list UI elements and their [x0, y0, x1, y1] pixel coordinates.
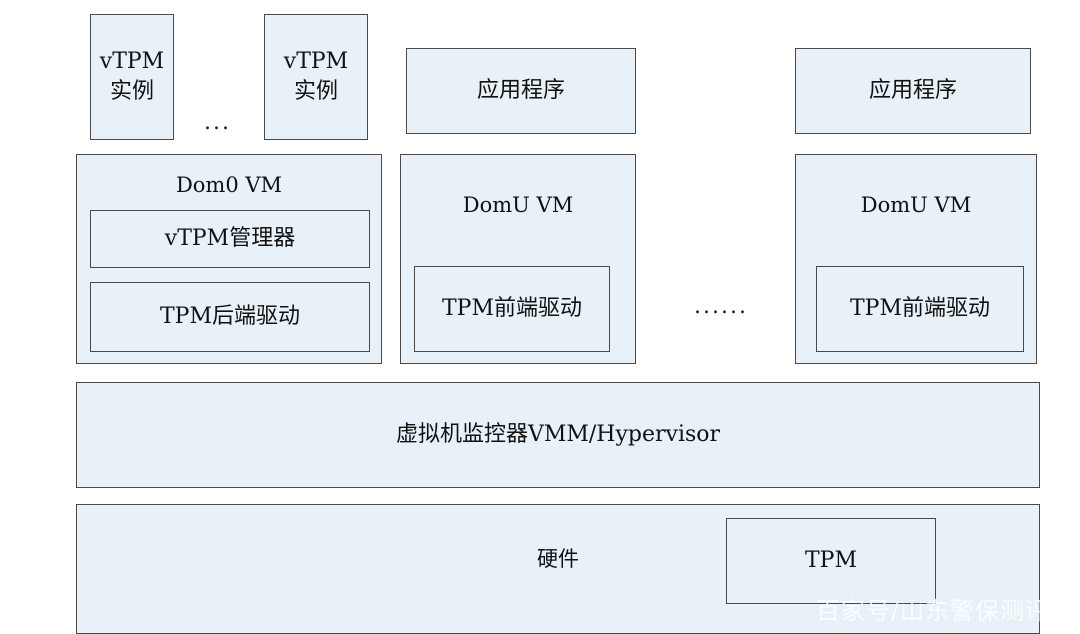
hypervisor-label: 虚拟机监控器VMM/Hypervisor — [395, 422, 721, 448]
vtpm-instance-1-line2: 实例 — [109, 79, 154, 104]
vtpm-manager: vTPM管理器 — [90, 210, 370, 268]
tpm-frontend-driver-2: TPM前端驱动 — [816, 266, 1024, 352]
tpm-chip-label: TPM — [804, 548, 857, 574]
application-box-2: 应用程序 — [795, 48, 1031, 134]
dom0-vm-title: Dom0 VM — [175, 173, 283, 197]
hypervisor-layer: 虚拟机监控器VMM/Hypervisor — [76, 382, 1040, 488]
domu-vm-1-title: DomU VM — [462, 193, 574, 217]
domu-vm-2-title: DomU VM — [860, 193, 972, 217]
vtpm-instance-2: vTPM 实例 — [264, 14, 368, 140]
tpm-chip: TPM — [726, 518, 936, 604]
vtpm-manager-label: vTPM管理器 — [164, 226, 296, 252]
vtpm-instance-2-line2: 实例 — [293, 79, 338, 104]
application-2-label: 应用程序 — [868, 78, 957, 104]
vtpm-instance-2-line1: vTPM — [283, 49, 349, 75]
vtpm-instance-1-line1: vTPM — [99, 49, 165, 75]
instance-ellipsis: ... — [204, 110, 231, 135]
tpm-frontend-driver-1-label: TPM前端驱动 — [441, 296, 582, 322]
tpm-frontend-driver-2-label: TPM前端驱动 — [849, 296, 990, 322]
tpm-frontend-driver-1: TPM前端驱动 — [414, 266, 610, 352]
tpm-backend-driver-label: TPM后端驱动 — [159, 304, 300, 330]
application-box-1: 应用程序 — [406, 48, 636, 134]
domu-ellipsis: ...... — [694, 294, 748, 319]
application-1-label: 应用程序 — [476, 78, 565, 104]
watermark: 百家号/山东警保测评 — [815, 597, 1050, 625]
hardware-label: 硬件 — [537, 547, 579, 571]
tpm-backend-driver: TPM后端驱动 — [90, 282, 370, 352]
vtpm-instance-1: vTPM 实例 — [90, 14, 174, 140]
